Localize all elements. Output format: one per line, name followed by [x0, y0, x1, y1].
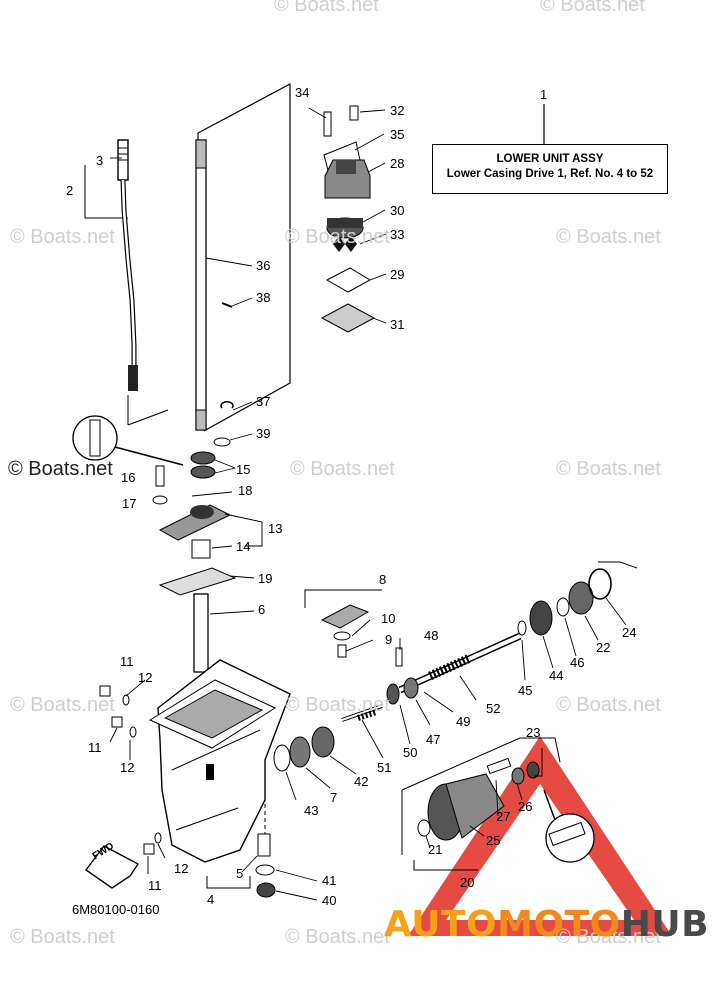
watermark: © Boats.net [285, 226, 390, 248]
lower-casing [148, 659, 291, 863]
brand-word-1: AUTO [384, 904, 498, 945]
callout-number: 34 [295, 85, 310, 100]
callout-number: 37 [256, 394, 271, 409]
fwd-arrow-icon [85, 845, 140, 889]
callout-number: 16 [121, 470, 136, 485]
callout-number: 38 [256, 290, 271, 305]
inset-detail-top [72, 415, 184, 466]
watermark: © Boats.net [556, 226, 661, 248]
callout-number: 50 [403, 745, 418, 760]
callout-number: 4 [207, 892, 215, 907]
callout-number: 1 [540, 87, 548, 102]
propeller-housing [417, 757, 540, 841]
callout-number: 15 [236, 462, 251, 477]
watermark: © Boats.net [556, 926, 661, 948]
callout-number: 7 [330, 790, 338, 805]
callout-number: 12 [138, 670, 153, 685]
watermark: © Boats.net [8, 458, 113, 480]
brand-word-3: HUB [620, 904, 710, 945]
assembly-subtitle: Lower Casing Drive 1, Ref. No. 4 to 52 [446, 168, 654, 180]
callout-number: 26 [518, 799, 533, 814]
callout-number: 19 [258, 571, 273, 586]
callout-number: 31 [390, 317, 405, 332]
watermark: © Boats.net [274, 0, 379, 16]
brand-word-2: MOTO [497, 904, 621, 945]
shift-rod [117, 139, 138, 391]
callout-number: 39 [256, 426, 271, 441]
watermark: © Boats.net [10, 694, 115, 716]
callout-number: 18 [238, 483, 253, 498]
callout-number: 32 [390, 103, 405, 118]
callout-number: 29 [390, 267, 405, 282]
callout-number: 12 [174, 861, 189, 876]
callout-number: 10 [381, 611, 396, 626]
callout-number: 28 [390, 156, 405, 171]
bearing-housing [158, 451, 237, 673]
watermark: © Boats.net [540, 0, 645, 16]
callout-number: 47 [426, 732, 441, 747]
watermark: © Boats.net [290, 458, 395, 480]
callout-number: 2 [66, 183, 74, 198]
callout-number: 42 [354, 774, 369, 789]
callout-number: 51 [377, 760, 392, 775]
assembly-title: LOWER UNIT ASSY [496, 153, 604, 165]
callout-number: 36 [256, 258, 271, 273]
watermark: © Boats.net [10, 926, 115, 948]
callout-number: 48 [424, 628, 439, 643]
callout-number: 49 [456, 714, 471, 729]
callout-number: 46 [570, 655, 585, 670]
callout-number: 22 [596, 640, 611, 655]
water-pump [320, 105, 376, 333]
callout-number: 35 [390, 127, 405, 142]
watermark: © Boats.net [556, 694, 661, 716]
callout-number: 21 [428, 842, 443, 857]
callout-number: 30 [390, 203, 405, 218]
watermark: © Boats.net [10, 226, 115, 248]
callout-number: 17 [122, 496, 137, 511]
diagram-part-code: 6M80100-0160 [72, 902, 160, 917]
callout-number: 33 [390, 227, 405, 242]
propeller-shaft-assembly [386, 561, 638, 705]
callout-number: 11 [88, 740, 102, 755]
watermark: © Boats.net [285, 694, 390, 716]
watermark: © Boats.net [556, 458, 661, 480]
callout-number: 9 [385, 632, 393, 647]
watermark: © Boats.net [285, 926, 390, 948]
callout-number: 20 [460, 875, 475, 890]
assembly-info-box: LOWER UNIT ASSY Lower Casing Drive 1, Re… [432, 144, 668, 194]
callout-number: 41 [322, 873, 337, 888]
callout-number: 3 [96, 153, 104, 168]
callout-number: 12 [120, 760, 135, 775]
brand-triangle-logo [408, 736, 672, 936]
pinion-assembly [273, 704, 383, 772]
callout-number: 5 [236, 866, 244, 881]
callout-number: 11 [120, 654, 134, 669]
callout-number: 45 [518, 683, 533, 698]
callout-number: 11 [148, 878, 162, 893]
callout-number: 23 [526, 725, 541, 740]
callout-number: 43 [304, 803, 319, 818]
brand-logo-text: AUTOMOTOHUB [384, 904, 709, 945]
callout-number: 14 [236, 539, 251, 554]
callout-number: 25 [486, 833, 501, 848]
drive-shaft [195, 139, 207, 431]
callout-number: 40 [322, 893, 337, 908]
callout-number: 24 [622, 625, 637, 640]
callout-number: 13 [268, 521, 283, 536]
callout-number: 52 [486, 701, 501, 716]
callout-number: 8 [379, 572, 387, 587]
callout-number: 27 [496, 809, 511, 824]
callout-number: 6 [258, 602, 266, 617]
inset-detail-bottom [543, 789, 595, 863]
callout-number: 44 [549, 668, 564, 683]
